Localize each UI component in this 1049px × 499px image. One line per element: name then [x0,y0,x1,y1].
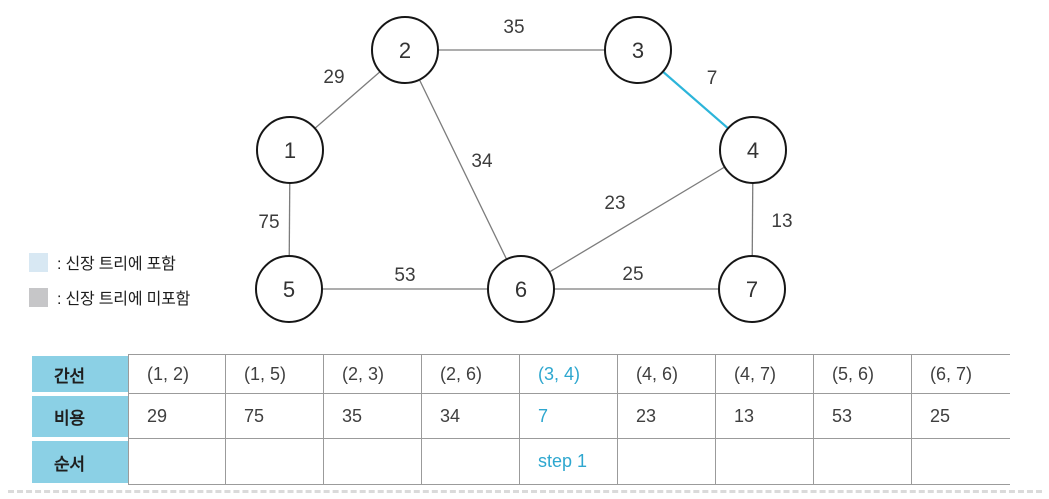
edge-table: 간선(1, 2)(1, 5)(2, 3)(2, 6)(3, 4)(4, 6)(4… [32,354,1010,485]
table-cell-order-8 [912,439,1010,485]
graph-node-2 [371,16,439,84]
table-cell-cost-1: 75 [226,394,324,439]
included-color-swatch [29,252,48,272]
table-cell-order-3 [422,439,520,485]
graph-node-label-5: 5 [283,277,295,302]
table-cell-order-5 [618,439,716,485]
table-cell-cost-7: 53 [814,394,912,439]
table-cell-edge-2: (2, 3) [324,354,422,394]
edge-weight-label-4-7: 13 [771,211,792,232]
graph-node-label-6: 6 [515,277,527,302]
graph-node-6 [487,255,555,323]
edge-weight-label-6-7: 25 [622,264,643,285]
table-cell-edge-1: (1, 5) [226,354,324,394]
table-cell-order-6 [716,439,814,485]
edge-weight-label-1-2: 29 [323,67,344,88]
table-cell-cost-8: 25 [912,394,1010,439]
graph-edge-4-6 [520,149,754,290]
edge-weight-label-2-6: 34 [471,151,493,172]
table-cell-order-4: step 1 [520,439,618,485]
table-cell-order-7 [814,439,912,485]
graph-node-3 [604,16,672,84]
table-cell-cost-5: 23 [618,394,716,439]
legend-item-excluded: : 신장 트리에 미포함 [29,287,191,308]
edge-weight-label-4-6: 23 [604,193,625,214]
legend-included-label: : 신장 트리에 포함 [57,256,176,273]
graph-edge-2-6 [404,49,522,290]
graph-node-label-7: 7 [746,277,758,302]
table-cell-cost-2: 35 [324,394,422,439]
table-cell-edge-4: (3, 4) [520,354,618,394]
table-cell-cost-4: 7 [520,394,618,439]
legend-item-included: : 신장 트리에 포함 [29,252,190,273]
legend-excluded-label: : 신장 트리에 미포함 [57,291,191,308]
legend: : 신장 트리에 포함 : 신장 트리에 미포함 [29,252,191,308]
graph-node-7 [718,255,786,323]
graph-node-1 [256,116,324,184]
edge-weight-label-3-4: 7 [707,68,718,89]
table-cell-edge-8: (6, 7) [912,354,1010,394]
table-cell-cost-3: 34 [422,394,520,439]
table-cell-cost-0: 29 [128,394,226,439]
excluded-color-swatch [29,287,48,307]
table-cell-order-1 [226,439,324,485]
row-header-order: 순서 [32,439,128,485]
table-cell-edge-6: (4, 7) [716,354,814,394]
table-cell-edge-0: (1, 2) [128,354,226,394]
bottom-dashed-rule [8,490,1042,493]
graph-node-label-3: 3 [632,38,644,63]
graph-node-label-1: 1 [284,138,296,163]
row-header-cost: 비용 [32,394,128,439]
table-cell-edge-5: (4, 6) [618,354,716,394]
table-cell-cost-6: 13 [716,394,814,439]
edge-weight-label-5-6: 53 [394,265,415,286]
edge-weight-label-1-5: 75 [258,212,279,233]
row-header-edge: 간선 [32,354,128,394]
graph-node-4 [719,116,787,184]
graph-node-label-4: 4 [747,138,759,163]
table-cell-edge-7: (5, 6) [814,354,912,394]
table-cell-edge-3: (2, 6) [422,354,520,394]
edge-weight-label-2-3: 35 [503,17,524,38]
table-cell-order-0 [128,439,226,485]
graph-node-label-2: 2 [399,38,411,63]
graph-node-5 [255,255,323,323]
table-cell-order-2 [324,439,422,485]
